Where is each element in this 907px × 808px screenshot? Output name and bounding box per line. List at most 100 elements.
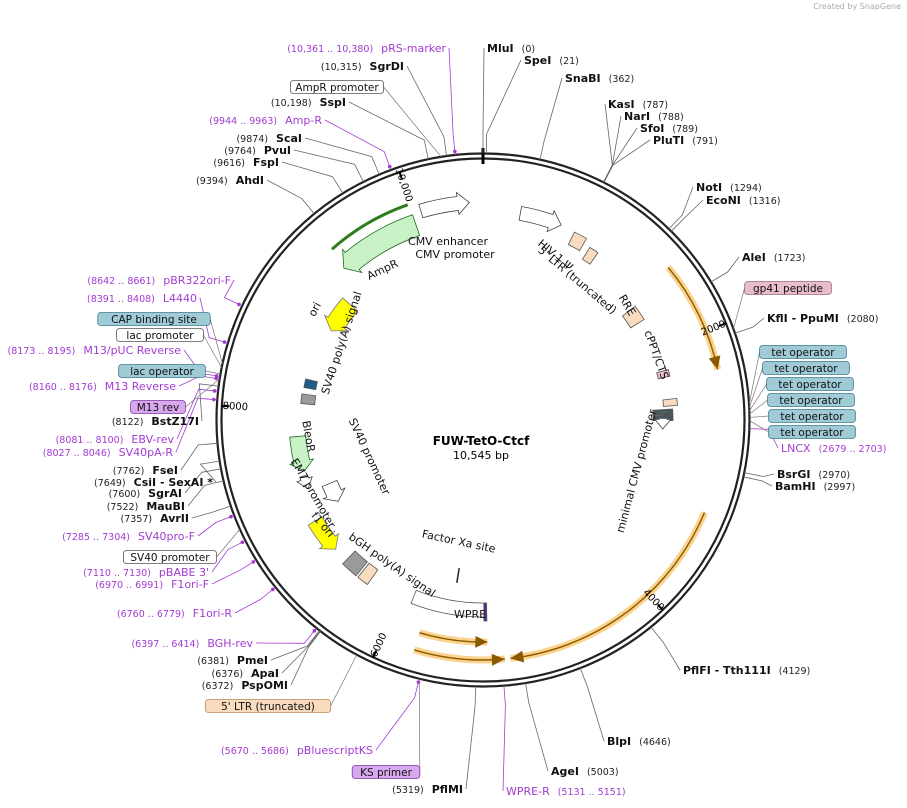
ampr-arrow[interactable] — [342, 214, 421, 274]
primer-site[interactable]: (6970 .. 6991)F1ori-F — [95, 578, 209, 591]
feature-box-label[interactable]: lac promoter — [116, 328, 204, 343]
enzyme-site[interactable]: (10,198)SspI — [271, 96, 346, 109]
orf-arc-2[interactable] — [510, 511, 708, 663]
bgh-ltr-block[interactable] — [357, 562, 379, 586]
enzyme-site[interactable]: BamHI(2997) — [775, 480, 855, 493]
enzyme-site[interactable]: (10,315)SgrDI — [321, 60, 404, 73]
primer-site[interactable]: (8391 .. 8408)L4440 — [87, 292, 197, 305]
enzyme-site[interactable]: BlpI(4646) — [607, 735, 671, 748]
enzyme-site[interactable]: EcoNI(1316) — [706, 194, 780, 207]
enzyme-site[interactable]: NotI(1294) — [696, 181, 762, 194]
feature-box-label[interactable]: gp41 peptide — [744, 281, 832, 296]
scale-tick — [372, 650, 378, 659]
ltr-block[interactable] — [567, 231, 588, 252]
f1ori-arrow[interactable] — [307, 516, 339, 550]
scale-tick — [718, 322, 727, 327]
feature-box-label[interactable]: tet operator — [768, 425, 856, 440]
enzyme-site[interactable]: MluI(0) — [487, 42, 535, 55]
primer-site[interactable]: WPRE-R(5131 .. 5151) — [506, 785, 626, 798]
cmv-promoter-arrow[interactable] — [518, 205, 562, 233]
primer-site[interactable]: (7285 .. 7304)SV40pro-F — [62, 530, 195, 543]
primer-site[interactable]: (8160 .. 8176)M13 Reverse — [29, 380, 176, 393]
enzyme-site[interactable]: (9394)AhdI — [196, 174, 264, 187]
svg-text:tet operator: tet operator — [779, 395, 843, 407]
feature-box-label[interactable]: tet operator — [759, 345, 847, 360]
sv40pa-block-dark[interactable] — [303, 378, 318, 391]
feature-box-label[interactable]: tet operator — [767, 393, 855, 408]
feature-box-label[interactable]: SV40 promoter — [123, 550, 217, 565]
bleor-arrow[interactable] — [288, 435, 315, 472]
enzyme-site[interactable]: SnaBI(362) — [565, 72, 634, 85]
primer-site[interactable]: (9944 .. 9963)Amp-R — [209, 114, 322, 127]
primer-site[interactable]: LNCX(2679 .. 2703) — [781, 442, 886, 455]
enzyme-site[interactable]: NarI(788) — [624, 110, 684, 123]
primer-site[interactable]: (6397 .. 6414)BGH-rev — [131, 637, 253, 650]
orf-arc-3[interactable] — [418, 629, 488, 648]
feature-box-label[interactable]: tet operator — [766, 377, 854, 392]
primer-site[interactable]: (8173 .. 8195)M13/pUC Reverse — [8, 344, 182, 357]
feature-box-label[interactable]: tet operator — [768, 409, 856, 424]
tet-operator-block[interactable] — [652, 408, 674, 412]
feature-box-label[interactable]: KS primer — [351, 765, 421, 780]
ori-arrow[interactable] — [323, 297, 359, 332]
enzyme-site[interactable]: (6372)PspOMI — [202, 679, 288, 692]
enzyme-site[interactable]: PluTI(791) — [653, 134, 718, 147]
orf-arc-4[interactable] — [413, 646, 506, 666]
hiv-psi-block[interactable] — [581, 246, 599, 265]
enzyme-site[interactable]: (7649)CsiI - SexAI * — [94, 476, 213, 489]
cmv-enhancer-arrow[interactable] — [418, 191, 470, 219]
primer-site[interactable]: (8642 .. 8661)pBR322ori-F — [87, 274, 231, 287]
enzyme-site[interactable]: (5319)PflMI — [392, 783, 463, 796]
leader-line — [281, 630, 321, 674]
enzyme-site[interactable]: (6376)ApaI — [212, 667, 280, 680]
enzyme-site[interactable]: AleI(1723) — [742, 251, 805, 264]
enzyme-site[interactable]: KflI - PpuMI(2080) — [767, 312, 878, 325]
feature-box-label[interactable]: CAP binding site — [97, 312, 211, 327]
leader-line — [330, 654, 358, 707]
orf-arc-1[interactable] — [665, 265, 722, 371]
enzyme-site[interactable]: (9616)FspI — [213, 156, 279, 169]
leader-line — [579, 667, 605, 742]
enzyme-site[interactable]: SfoI(789) — [640, 122, 698, 135]
enzyme-site[interactable]: SpeI(21) — [524, 54, 579, 67]
tet-operator-block[interactable] — [652, 410, 674, 414]
enzyme-site[interactable]: (7762)FseI — [113, 464, 178, 477]
primer-site[interactable]: (8027 .. 8046)SV40pA-R — [43, 446, 174, 459]
enzyme-site[interactable]: PflFI - Tth111I(4129) — [683, 664, 810, 677]
wpre-dark-block[interactable] — [483, 602, 488, 622]
bgh-block[interactable] — [342, 550, 368, 577]
feature-box-label[interactable]: tet operator — [762, 361, 850, 376]
primer-site[interactable]: (8081 .. 8100)EBV-rev — [56, 433, 175, 446]
wpre-block[interactable] — [410, 589, 485, 618]
enzyme-site[interactable]: (7522)MauBI — [107, 500, 185, 513]
leader-line — [234, 586, 276, 614]
feature-box-label[interactable]: 5' LTR (truncated) — [204, 699, 331, 714]
primer-site[interactable]: (5670 .. 5686)pBluescriptKS — [221, 744, 373, 757]
feature-label-xa: Factor Xa site — [421, 527, 497, 555]
tet-operator-block[interactable] — [652, 414, 674, 418]
gp41-block[interactable] — [656, 369, 671, 380]
enzyme-site[interactable]: KasI(787) — [608, 98, 668, 111]
sv40pa-block-grey[interactable] — [300, 393, 317, 406]
enzyme-site[interactable]: (7600)SgrAI — [109, 487, 182, 500]
rre-block[interactable] — [621, 305, 645, 329]
enzyme-site[interactable]: AgeI(5003) — [551, 765, 619, 778]
em7-arrow[interactable] — [296, 474, 313, 490]
primer-site[interactable]: (10,361 .. 10,380)pRS-marker — [287, 42, 446, 55]
feature-box-label[interactable]: M13 rev — [130, 400, 186, 415]
sv40-promoter-arrow[interactable] — [321, 479, 346, 502]
enzyme-site[interactable]: (9764)PvuI — [224, 144, 291, 157]
primer-mark — [212, 389, 217, 393]
enzyme-site[interactable]: (7357)AvrII — [121, 512, 190, 525]
tet-operator-block[interactable] — [652, 412, 674, 416]
enzyme-site[interactable]: (8122)BstZ17I — [112, 415, 199, 428]
enzyme-site[interactable]: (9874)ScaI — [236, 132, 302, 145]
primer-site[interactable]: (7110 .. 7130)pBABE 3' — [83, 566, 209, 579]
feature-box-label[interactable]: lac operator — [118, 364, 206, 379]
enzyme-site[interactable]: BsrGI(2970) — [777, 468, 850, 481]
cppt-block[interactable] — [662, 397, 678, 407]
minimal-cmv-arrow[interactable] — [654, 417, 672, 430]
enzyme-site[interactable]: (6381)PmeI — [197, 654, 268, 667]
primer-site[interactable]: (6760 .. 6779)F1ori-R — [117, 607, 232, 620]
feature-box-label[interactable]: AmpR promoter — [289, 80, 384, 95]
